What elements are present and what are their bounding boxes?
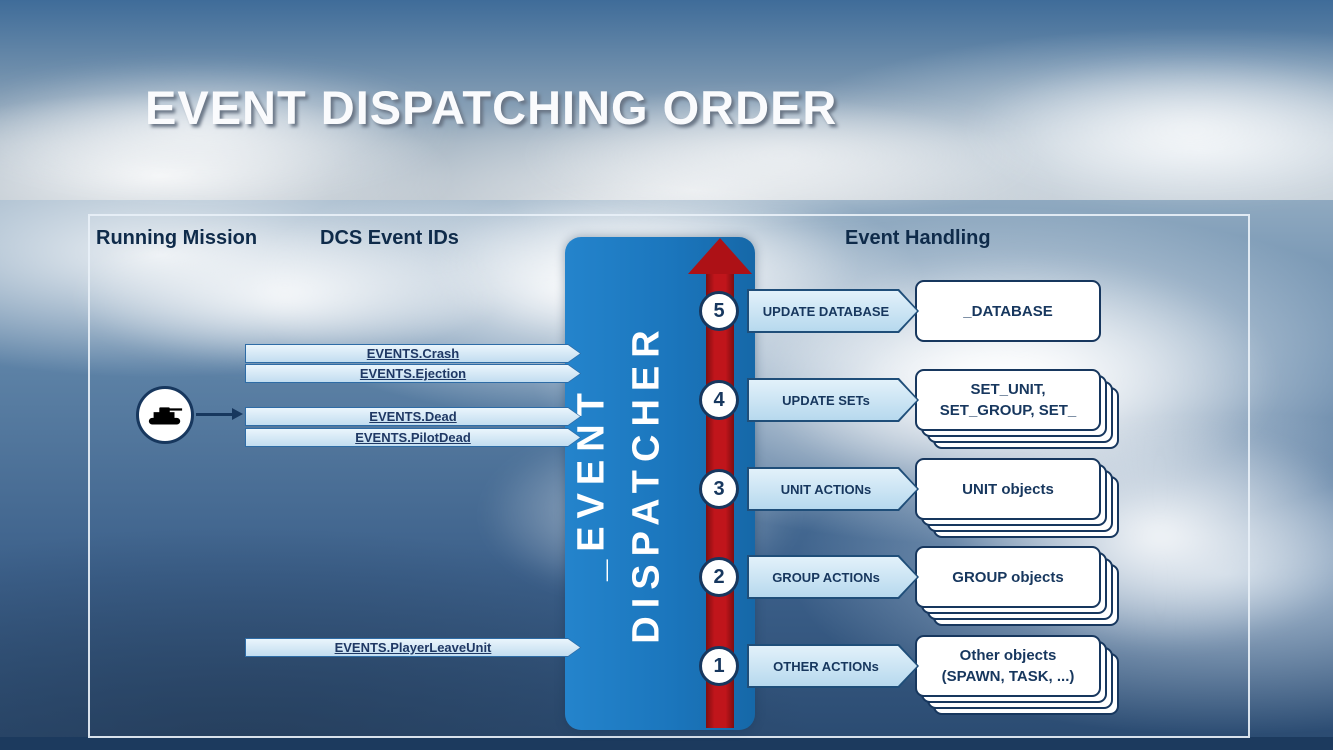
target-label: SET_UNIT, SET_GROUP, SET_	[939, 381, 1077, 419]
event-banner-pilotdead: EVENTS.PilotDead	[245, 428, 581, 447]
event-label: EVENTS.PlayerLeaveUnit	[334, 640, 492, 655]
action-arrow-banner: OTHER ACTIONs	[747, 644, 919, 688]
target-box: Other objects (SPAWN, TASK, ...)	[915, 635, 1101, 697]
cloud-shape	[520, 90, 1040, 220]
event-label: EVENTS.Dead	[369, 409, 457, 424]
dispatch-step-3: 3 UNIT ACTIONs UNIT objects	[697, 458, 1137, 544]
target-box: UNIT objects	[915, 458, 1101, 520]
header-event-handling: Event Handling	[845, 227, 991, 249]
action-label: UPDATE SETs	[782, 392, 870, 408]
cloud-shape	[0, 60, 460, 200]
target-stack: Other objects (SPAWN, TASK, ...)	[915, 635, 1125, 721]
step-number-badge: 2	[699, 557, 739, 597]
step-number: 1	[713, 654, 725, 677]
step-number: 5	[713, 299, 725, 322]
unit-connector-line	[196, 413, 234, 416]
event-banner-playerleaveunit: EVENTS.PlayerLeaveUnit	[245, 638, 581, 657]
event-banner-crash: EVENTS.Crash	[245, 344, 581, 363]
target-stack: _DATABASE	[915, 280, 1125, 366]
step-number: 2	[713, 565, 725, 588]
event-label: EVENTS.PilotDead	[355, 430, 471, 445]
event-label: EVENTS.Ejection	[359, 366, 467, 381]
action-arrow-banner: UPDATE SETs	[747, 378, 919, 422]
target-label: Other objects (SPAWN, TASK, ...)	[941, 647, 1075, 685]
target-stack: UNIT objects	[915, 458, 1125, 544]
tank-icon	[148, 407, 183, 425]
action-label: OTHER ACTIONs	[773, 658, 879, 674]
action-arrow-banner: GROUP ACTIONs	[747, 555, 919, 599]
event-banner-dead: EVENTS.Dead	[245, 407, 581, 426]
event-dispatcher-label: _EVENT DISPATCHER	[565, 237, 685, 730]
target-label: _DATABASE	[963, 302, 1053, 320]
step-number-badge: 5	[699, 291, 739, 331]
step-number: 4	[713, 388, 725, 411]
target-box: GROUP objects	[915, 546, 1101, 608]
unit-badge	[136, 386, 194, 444]
bottom-strip	[0, 737, 1333, 750]
action-arrow-banner: UPDATE DATABASE	[747, 289, 919, 333]
step-number-badge: 1	[699, 646, 739, 686]
event-label: EVENTS.Crash	[366, 346, 460, 361]
step-number-badge: 4	[699, 380, 739, 420]
action-label: UPDATE DATABASE	[762, 303, 890, 319]
step-number-badge: 3	[699, 469, 739, 509]
target-box: SET_UNIT, SET_GROUP, SET_	[915, 369, 1101, 431]
up-arrow-icon	[688, 238, 752, 274]
dispatcher-label-line1: _EVENT	[570, 385, 613, 581]
action-arrow-banner: UNIT ACTIONs	[747, 467, 919, 511]
header-running-mission: Running Mission	[96, 227, 258, 249]
cloud-shape	[960, 55, 1333, 205]
dispatch-step-2: 2 GROUP ACTIONs GROUP objects	[697, 546, 1137, 632]
action-label: UNIT ACTIONs	[780, 481, 872, 497]
target-stack: GROUP objects	[915, 546, 1125, 632]
event-banner-ejection: EVENTS.Ejection	[245, 364, 581, 383]
target-label: UNIT objects	[962, 480, 1054, 498]
dispatch-step-5: 5 UPDATE DATABASE _DATABASE	[697, 280, 1137, 366]
page-title: EVENT DISPATCHING ORDER	[145, 81, 838, 134]
dispatch-step-4: 4 UPDATE SETs SET_UNIT, SET_GROUP, SET_	[697, 369, 1137, 455]
dispatch-step-1: 1 OTHER ACTIONs Other objects (SPAWN, TA…	[697, 635, 1137, 721]
header-dcs-event-ids: DCS Event IDs	[320, 227, 459, 249]
target-label: GROUP objects	[952, 568, 1064, 586]
step-number: 3	[713, 477, 725, 500]
diagram-frame	[88, 214, 1250, 738]
right-arrow-icon	[232, 408, 243, 420]
dispatcher-label-line2: DISPATCHER	[625, 322, 668, 644]
target-stack: SET_UNIT, SET_GROUP, SET_	[915, 369, 1125, 455]
action-label: GROUP ACTIONs	[772, 569, 880, 585]
target-box: _DATABASE	[915, 280, 1101, 342]
